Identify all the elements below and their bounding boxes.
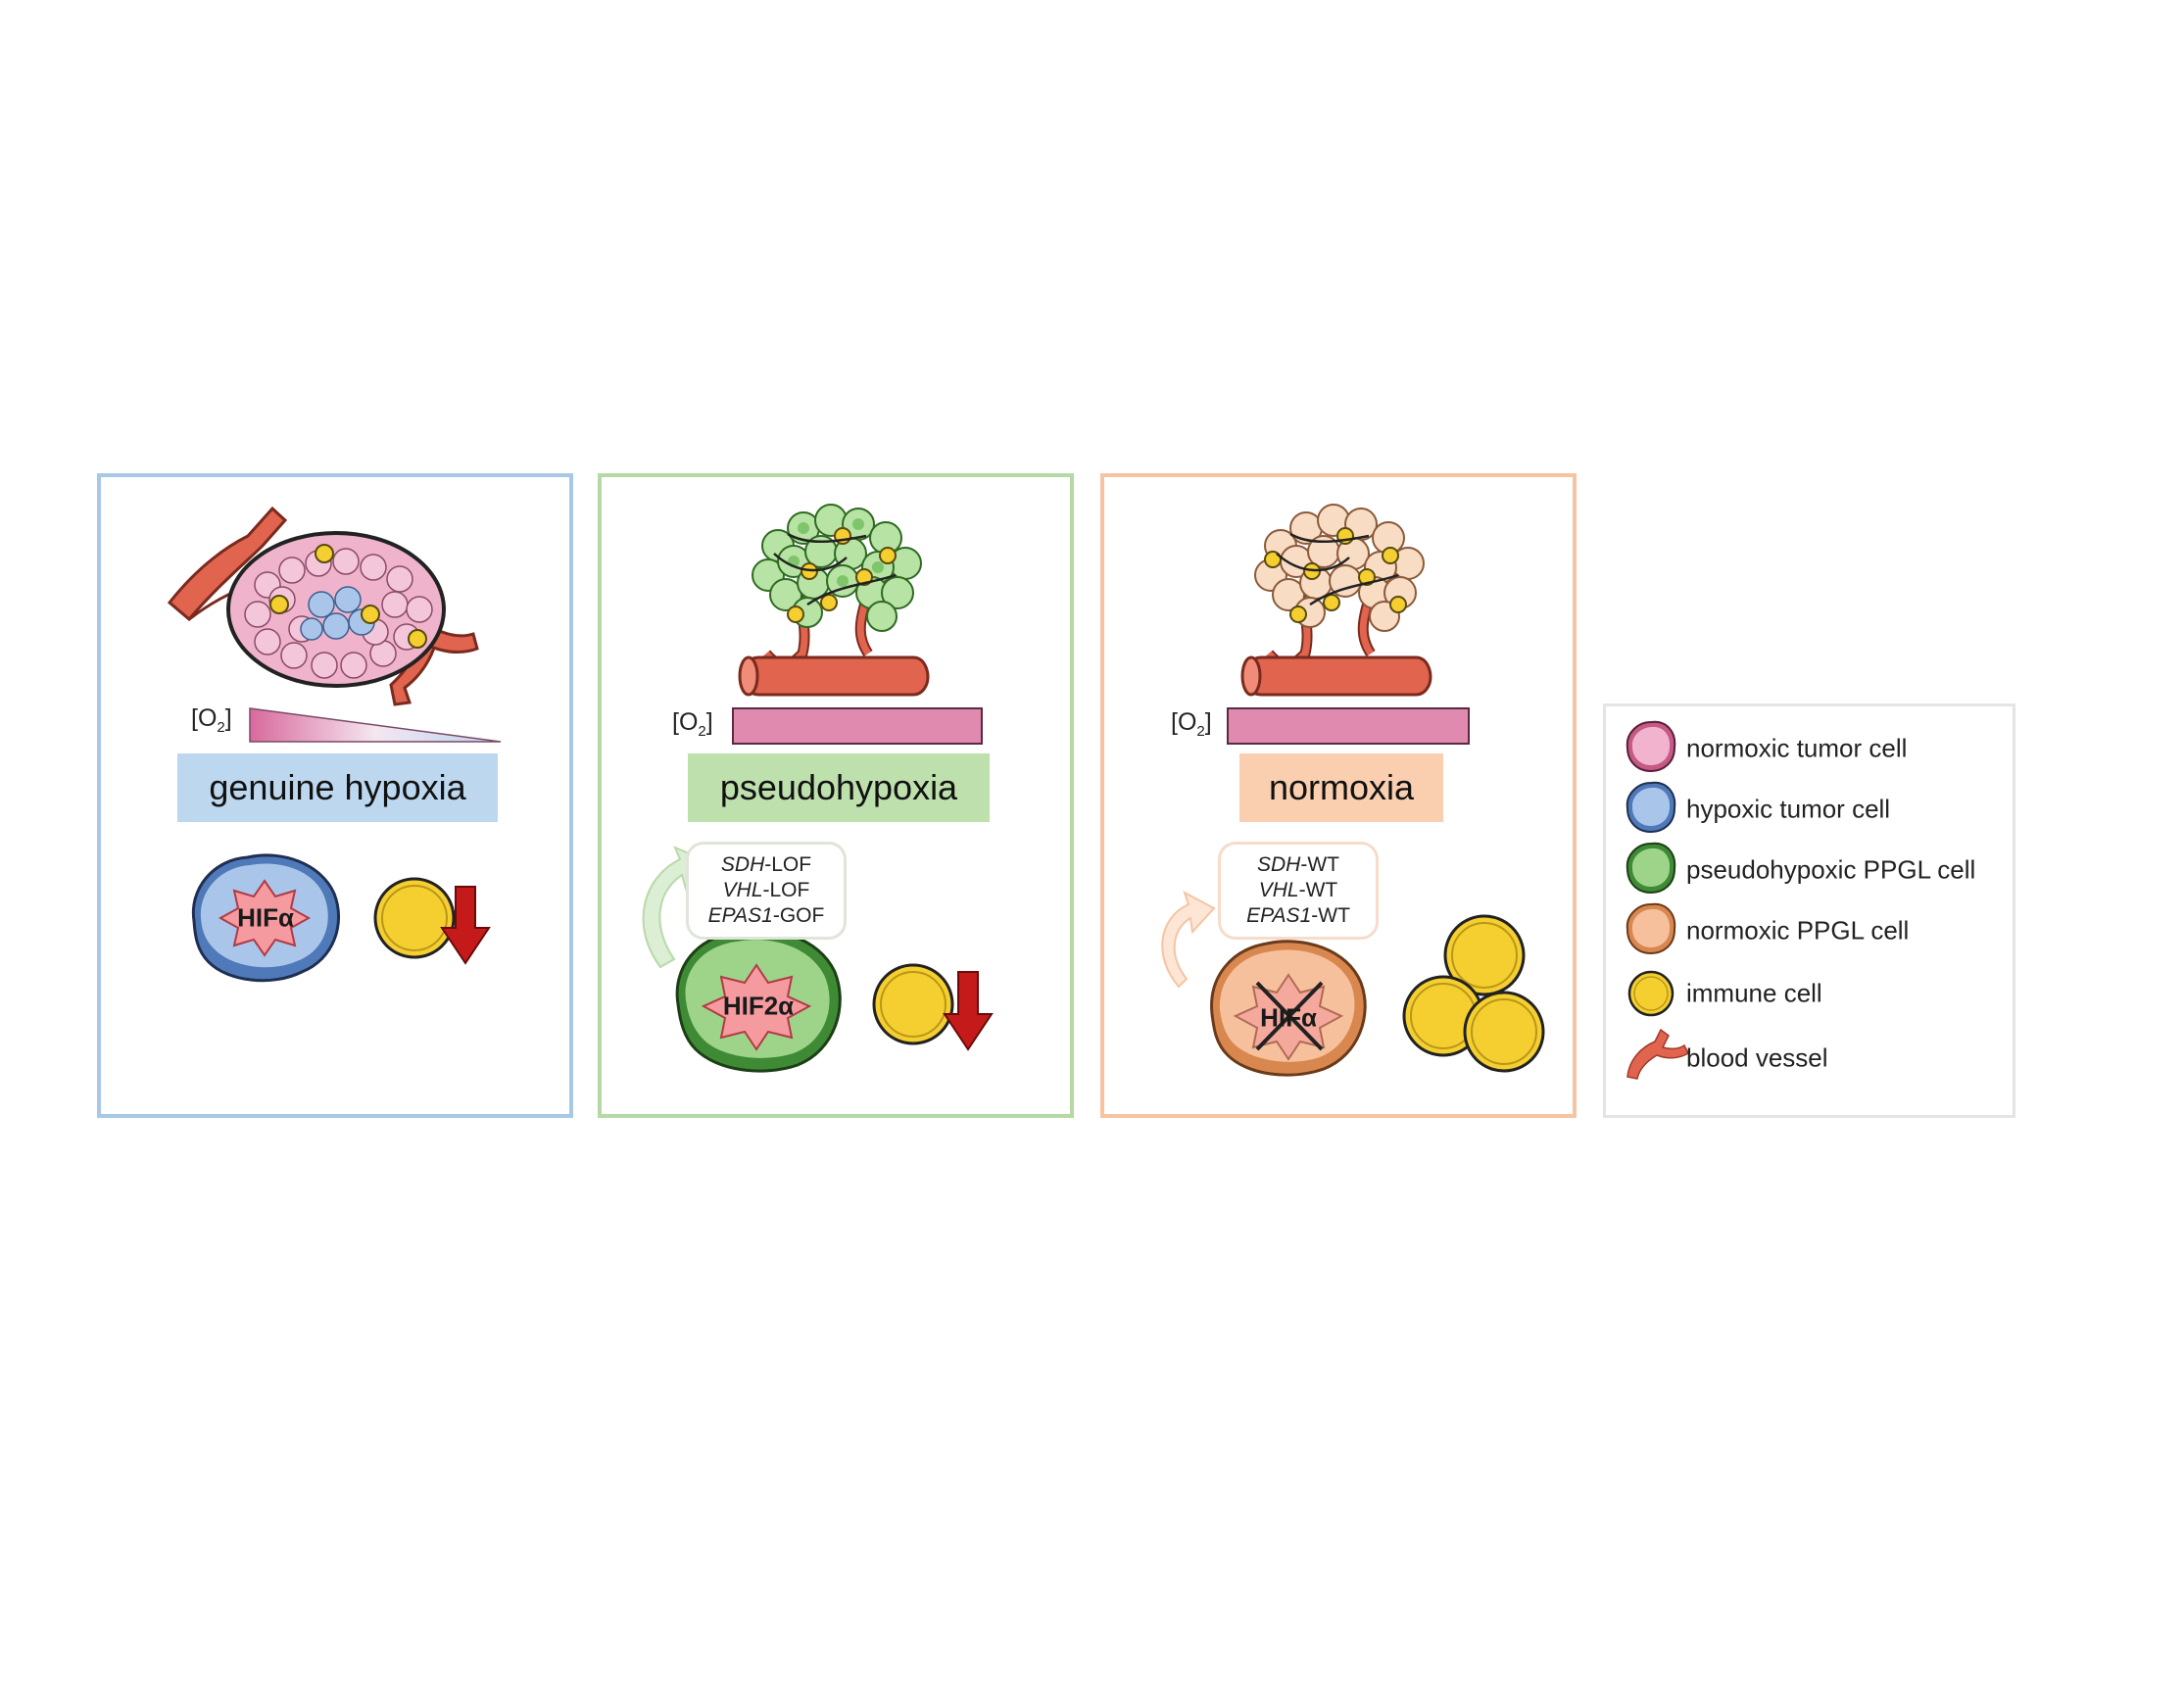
- gene-status-box: SDH-WT VHL-WT EPAS1-WT: [1218, 842, 1379, 940]
- green-ppgl-cell-icon: [1626, 842, 1676, 895]
- decrease-arrow-icon: [943, 971, 994, 1051]
- cross-out-icon: [1255, 981, 1324, 1051]
- genuine-hypoxia-artwork: [167, 506, 502, 983]
- hif-star-icon: [218, 879, 312, 957]
- oxygen-level-bar: [732, 707, 983, 745]
- orange-ppgl-cell-icon: [1626, 902, 1676, 955]
- pseudohypoxic-ppgl-cluster-icon: [752, 504, 922, 632]
- oxygen-label: [O2]: [191, 704, 232, 736]
- curved-arrow-icon: [1161, 890, 1216, 989]
- gene-line-vhl: VHL-WT: [1258, 879, 1338, 901]
- oxygen-level-bar: [1227, 707, 1470, 745]
- blood-vessel-icon: [1626, 1028, 1689, 1080]
- oxygen-label: [O2]: [1171, 708, 1212, 740]
- legend-label-immune-cell: immune cell: [1686, 978, 1822, 1008]
- gene-status-box: SDH-LOF VHL-LOF EPAS1-GOF: [686, 842, 847, 940]
- legend: normoxic tumor cell hypoxic tumor cell p…: [1603, 703, 2015, 1118]
- gene-line-epas1: EPAS1-WT: [1246, 904, 1350, 927]
- normoxia-panel: [O2] normoxia SDH-WT VHL-WT EPAS1-WT HIF…: [1100, 473, 1577, 1118]
- oxygen-gradient-bar: [249, 707, 502, 743]
- legend-label-normoxic-ppgl: normoxic PPGL cell: [1686, 915, 1910, 945]
- hif-star-icon: [701, 963, 812, 1051]
- decrease-arrow-icon: [440, 886, 491, 965]
- legend-label-blood-vessel: blood vessel: [1686, 1042, 1828, 1073]
- normoxia-title: normoxia: [1239, 753, 1443, 822]
- oxygen-label: [O2]: [672, 708, 713, 740]
- legend-label-hypoxic-tumor: hypoxic tumor cell: [1686, 794, 1891, 824]
- tumor-mass-icon: [226, 531, 446, 688]
- normoxic-ppgl-cell-icon: [1210, 940, 1367, 1077]
- normoxic-ppgl-cluster-icon: [1254, 504, 1425, 632]
- pink-tumor-cell-icon: [1626, 720, 1676, 773]
- gene-line-vhl: VHL-LOF: [722, 879, 810, 901]
- legend-icons: [1626, 720, 1689, 1080]
- immune-cell-icon: [1402, 914, 1545, 1073]
- pseudohypoxia-title: pseudohypoxia: [688, 753, 990, 822]
- immune-cell-icon: [872, 963, 954, 1045]
- gene-line-epas1: EPAS1-GOF: [707, 904, 825, 927]
- normoxia-artwork: [1161, 504, 1545, 1077]
- hif-alpha-label: HIFα: [1260, 1002, 1317, 1033]
- immune-cell-icon: [1627, 970, 1674, 1017]
- genuine-hypoxia-panel: [O2] genuine hypoxia HIFα: [97, 473, 573, 1118]
- pseudohypoxia-panel: [O2] pseudohypoxia SDH-LOF VHL-LOF EPAS1…: [598, 473, 1074, 1118]
- gene-line-sdh: SDH-WT: [1257, 853, 1339, 876]
- pseudohypoxic-ppgl-cell-icon: [675, 928, 842, 1073]
- legend-label-normoxic-tumor: normoxic tumor cell: [1686, 733, 1908, 763]
- hypoxic-tumor-cell-icon: [191, 853, 341, 983]
- gene-line-sdh: SDH-LOF: [720, 853, 812, 876]
- hif2-alpha-label: HIF2α: [722, 991, 795, 1021]
- hif-alpha-label: HIFα: [237, 902, 294, 933]
- legend-label-pseudohypoxic-ppgl: pseudohypoxic PPGL cell: [1686, 854, 1976, 885]
- immune-cell-icon: [373, 877, 456, 959]
- genuine-hypoxia-title: genuine hypoxia: [177, 753, 498, 822]
- blue-tumor-cell-icon: [1626, 781, 1676, 834]
